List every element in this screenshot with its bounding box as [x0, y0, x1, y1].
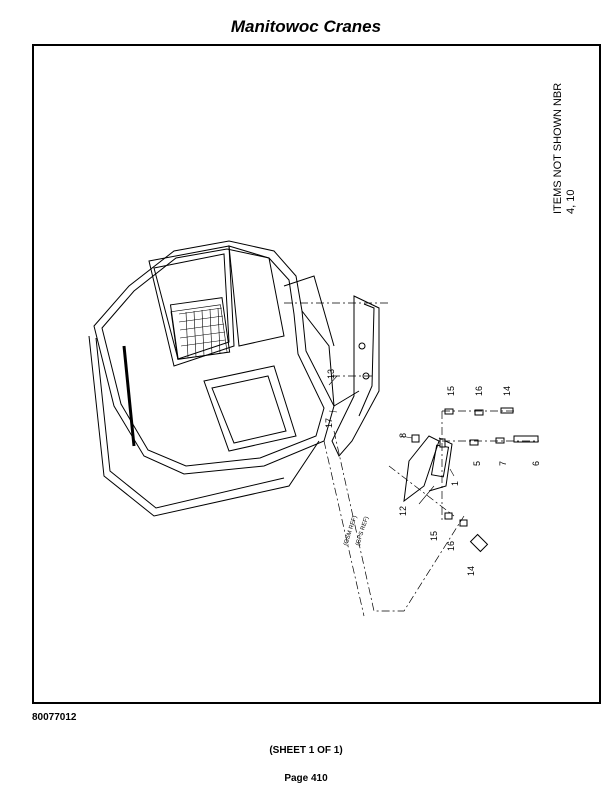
items-not-shown-numbers: 4, 10: [565, 190, 577, 214]
callout-15b: 15: [429, 531, 439, 541]
reference-lines: [284, 302, 539, 617]
page-title: Manitowoc Cranes: [230, 17, 382, 36]
callout-1: 1: [450, 481, 460, 486]
callout-17: 17: [324, 418, 334, 428]
mesh-grille: [170, 304, 228, 360]
callout-13: 13: [326, 369, 336, 379]
callout-14a: 14: [502, 386, 512, 396]
mounting-bracket: [331, 295, 380, 457]
callout-15a: 15: [446, 386, 456, 396]
items-not-shown-note: ITEMS NOT SHOWN NBR: [552, 83, 564, 214]
leader-lines: [328, 375, 455, 505]
page-number: Page 410: [284, 773, 328, 784]
callout-16b: 16: [446, 541, 456, 551]
callout-16a: 16: [474, 386, 484, 396]
callout-8: 8: [398, 433, 408, 438]
gps-ref-label: (GPS REF): [355, 516, 370, 547]
callout-6: 6: [531, 461, 541, 466]
sheet-label: (SHEET 1 OF 1): [269, 745, 343, 756]
callout-5: 5: [472, 461, 482, 466]
callouts: 13 17 8 15 16 14 5 7 6 1 12 15 16 14: [324, 369, 541, 576]
drawing-frame: 13 17 8 15 16 14 5 7 6 1 12 15 16 14 (GS…: [32, 44, 601, 704]
fasteners: [411, 407, 539, 553]
callout-14b: 14: [466, 566, 476, 576]
callout-7: 7: [498, 461, 508, 466]
callout-12: 12: [398, 506, 408, 516]
cab-body: [88, 240, 335, 517]
document-number: 80077012: [32, 712, 77, 723]
exploded-parts-diagram: 13 17 8 15 16 14 5 7 6 1 12 15 16 14 (GS…: [88, 83, 577, 617]
